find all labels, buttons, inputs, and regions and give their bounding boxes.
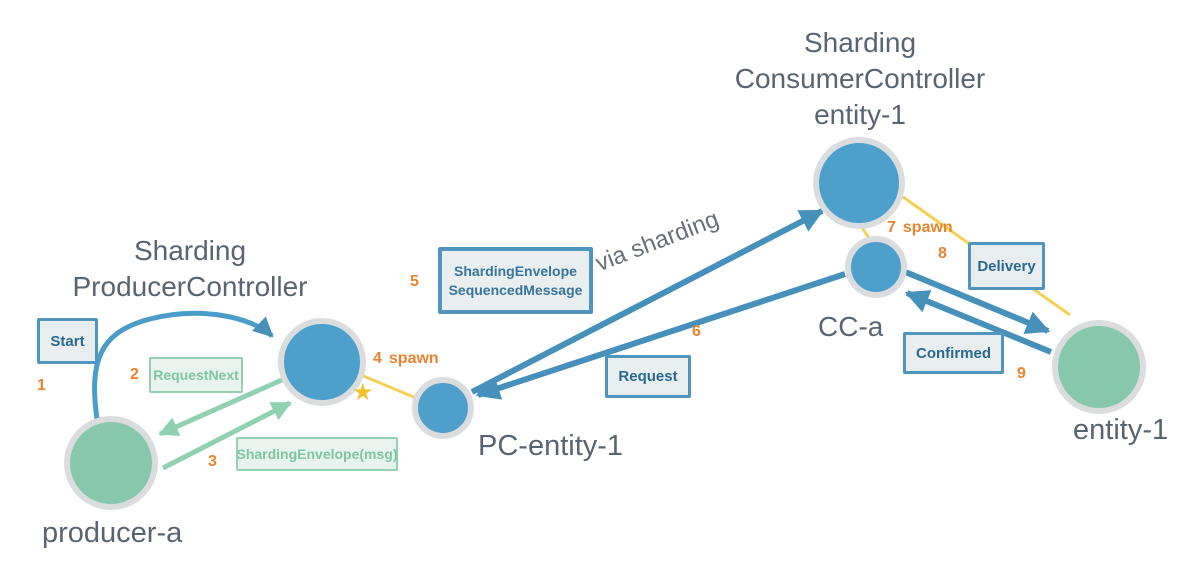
arrow-start [92, 310, 274, 420]
step-2: 2 [130, 366, 139, 383]
cc-a-node [845, 236, 907, 298]
step-7-label: spawn [902, 219, 953, 236]
arrow-delivery [901, 268, 1051, 334]
spawn-star-icon: ★ [352, 379, 374, 406]
consumer-controller-title-line1: Sharding [803, 27, 917, 58]
request-next-message-label: RequestNext [153, 367, 239, 383]
producer-controller-title-line2: ProducerController [72, 271, 308, 302]
step-5: 5 [410, 273, 419, 290]
producer-controller-title-line1: Sharding [133, 235, 247, 266]
pc-entity-1-node [412, 377, 474, 439]
consumer-controller-title-line3: entity-1 [814, 99, 906, 130]
start-message-box: Start [37, 318, 98, 364]
step-6: 6 [692, 323, 701, 340]
sharding-envelope-msg-label: ShardingEnvelope(msg) [236, 446, 398, 462]
spawn-line-pc-entity-1 [360, 373, 417, 400]
consumer-controller-title-line2: ConsumerController [734, 63, 986, 94]
producer-controller-title: Sharding ProducerController [55, 233, 325, 305]
sequenced-message-label-line2: SequencedMessage [448, 281, 583, 298]
step-9: 9 [1017, 365, 1026, 382]
entity-1-node [1052, 320, 1146, 414]
step-7-num: 7 [887, 219, 896, 236]
delivery-message-label: Delivery [977, 257, 1036, 275]
producer-a-label: producer-a [42, 517, 183, 549]
arrow-sharding-envelope-msg [161, 400, 292, 471]
start-message-label: Start [50, 332, 85, 350]
producer-a-node [64, 416, 158, 510]
entity-1-label: entity-1 [1073, 414, 1169, 446]
step-8: 8 [938, 245, 947, 262]
step-4-num: 4 [373, 350, 382, 367]
request-message-box: Request [605, 355, 691, 398]
arrow-sequenced-message [470, 208, 825, 395]
confirmed-message-label: Confirmed [916, 344, 991, 362]
consumer-controller-title: Sharding ConsumerController entity-1 [725, 25, 995, 133]
arrow-confirmed [904, 290, 1053, 355]
request-message-label: Request [618, 368, 678, 385]
sequenced-message-box: ShardingEnvelope SequencedMessage [438, 247, 593, 314]
sequenced-message-label-line1: ShardingEnvelope [454, 262, 577, 279]
cc-a-label: CC-a [818, 311, 884, 342]
step-7-spawn: 7 spawn [887, 219, 953, 237]
confirmed-message-box: Confirmed [903, 332, 1004, 374]
delivery-message-box: Delivery [968, 242, 1045, 290]
sharding-producer-controller-node [278, 318, 366, 406]
sharding-consumer-controller-node [813, 137, 905, 229]
arrow-request [475, 271, 846, 400]
step-4-spawn: 4 spawn [373, 350, 439, 368]
step-1: 1 [37, 377, 46, 394]
step-4-label: spawn [388, 350, 439, 367]
request-next-message-box: RequestNext [149, 357, 243, 393]
pc-entity-1-label: PC-entity-1 [478, 430, 624, 462]
arrow-request-next [158, 376, 286, 437]
step-3: 3 [208, 453, 217, 470]
sharding-envelope-msg-box: ShardingEnvelope(msg) [236, 437, 398, 471]
